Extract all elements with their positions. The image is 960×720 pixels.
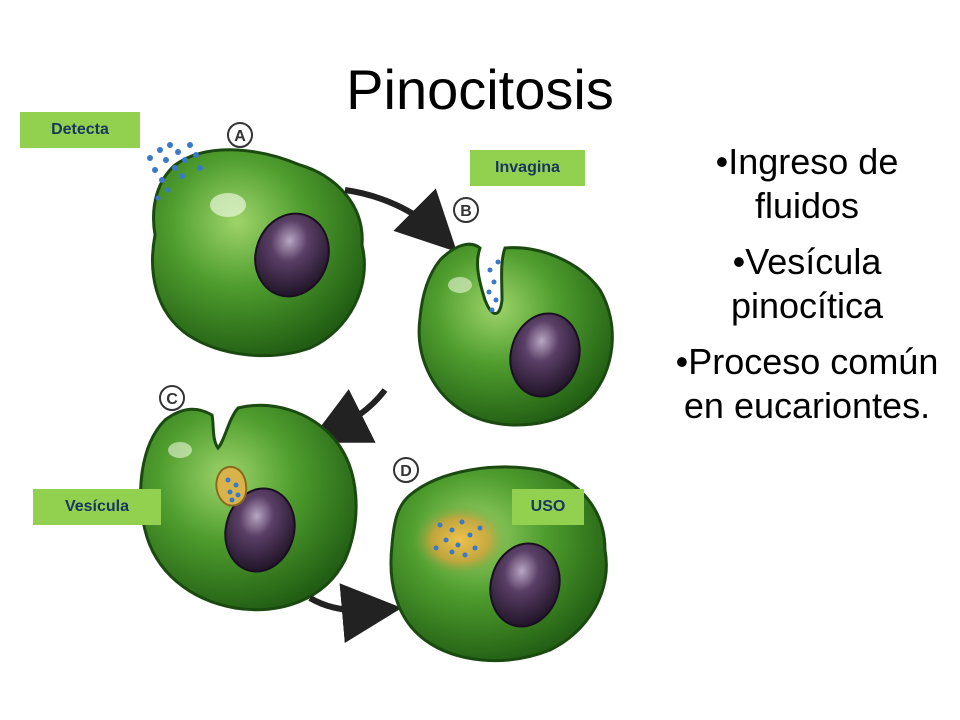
arrow-a-to-b xyxy=(344,187,457,252)
fluid-droplets-b xyxy=(486,259,501,313)
stage-badge-b xyxy=(453,197,479,223)
stage-letter-d: D xyxy=(400,463,412,480)
vesicle-c xyxy=(215,465,248,507)
cell-c xyxy=(139,403,358,612)
stage-letter-b: B xyxy=(460,203,472,220)
tag-uso: USO xyxy=(512,489,584,525)
bullet-item: •Proceso común en eucariontes. xyxy=(675,341,939,426)
stage-badge-c xyxy=(159,385,185,411)
bullet-item: •Ingreso de fluidos xyxy=(715,141,899,226)
stage-letter-c: C xyxy=(166,391,178,408)
cell-b xyxy=(417,242,614,427)
stage-letter-a: A xyxy=(234,128,246,145)
cell-a xyxy=(147,142,366,358)
arrow-b-to-c xyxy=(308,388,388,443)
slide-title: Pinocitosis xyxy=(346,58,614,121)
fluid-droplets-a xyxy=(147,142,203,201)
fluid-droplets-d xyxy=(433,519,483,558)
arrow-c-to-d xyxy=(308,583,402,643)
stage-badge-a xyxy=(227,122,253,148)
tag-vesicula: Vesícula xyxy=(33,489,161,525)
tag-detecta: Detecta xyxy=(20,112,140,148)
stage-badge-d xyxy=(393,457,419,483)
tag-invagina: Invagina xyxy=(470,150,585,186)
bullet-item: •Vesícula pinocítica xyxy=(730,241,884,326)
bullet-list: •Ingreso de fluidos •Vesícula pinocítica… xyxy=(662,140,952,440)
